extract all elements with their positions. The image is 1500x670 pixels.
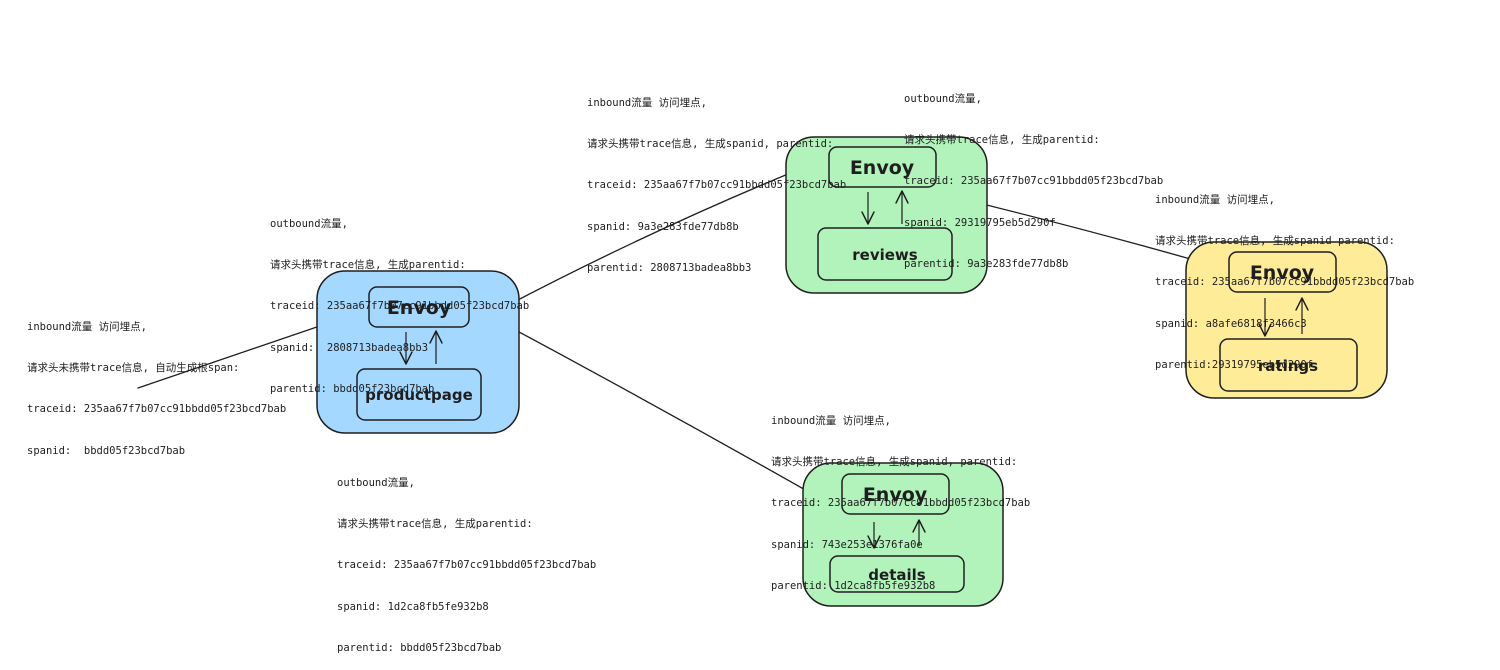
productpage-to-reviews-arrow <box>492 163 811 314</box>
note-line: 请求头携带trace信息, 生成spanid parentid: <box>1155 234 1395 247</box>
note-line: outbound流量, <box>270 217 348 230</box>
note-line: parentid: bbdd05f23bcd7bab <box>270 383 435 396</box>
reviews-envoy-label: Envoy <box>850 157 915 179</box>
note-line: inbound流量 访问埋点, <box>587 96 707 109</box>
ratings-envoy-label: Envoy <box>1250 262 1315 284</box>
note-line: inbound流量 访问埋点, <box>1155 193 1275 206</box>
architecture-diagram: Envoy productpage Envoy reviews Envoy ra… <box>137 136 1388 607</box>
note-line: parentid:29319795eb5d290f <box>1155 359 1314 372</box>
note-line: spanid: 9a3e283fde77db8b <box>587 220 739 233</box>
details-app-box <box>829 555 965 593</box>
productpage-envoy-label: Envoy <box>387 297 452 319</box>
details-pod-box <box>802 462 1004 607</box>
note-line: spanid: 2808713badea8bb3 <box>270 341 429 354</box>
reviews-inbound-note: inbound流量 访问埋点, 请求头携带trace信息, 生成spanid, … <box>587 69 846 290</box>
productpage-app-box <box>356 368 482 421</box>
note-line: traceid: 235aa67f7b07cc91bbdd05f23bcd7ba… <box>337 559 597 572</box>
details-envoy-label: Envoy <box>863 484 928 506</box>
details-inbound-note: inbound流量 访问埋点, 请求头携带trace信息, 生成spanid, … <box>771 387 1030 608</box>
note-line: parentid: bbdd05f23bcd7bab <box>337 642 502 655</box>
reviews-pod: Envoy reviews <box>785 136 988 294</box>
reviews-envoy-box <box>828 146 937 188</box>
note-line: inbound流量 访问埋点, <box>771 414 891 427</box>
note-line: parentid: 2808713badea8bb3 <box>587 262 752 275</box>
productpage-to-details-arrow <box>492 317 831 505</box>
note-line: traceid: 235aa67f7b07cc91bbdd05f23bcd7ba… <box>904 175 1164 188</box>
note-line: inbound流量 访问埋点, <box>27 320 147 333</box>
productpage-envoy-box <box>368 286 470 328</box>
note-line: 请求头携带trace信息, 生成spanid, parentid: <box>587 137 834 150</box>
productpage-inbound-note: inbound流量 访问埋点, 请求头未携带trace信息, 自动生成根span… <box>27 293 286 472</box>
note-line: traceid: 235aa67f7b07cc91bbdd05f23bcd7ba… <box>27 403 287 416</box>
note-line: spanid: bbdd05f23bcd7bab <box>27 444 186 457</box>
note-line: spanid: a8afe6818f3466c3 <box>1155 317 1307 330</box>
note-line: spanid: 743e253e1376fa0e <box>771 538 923 551</box>
note-line: traceid: 235aa67f7b07cc91bbdd05f23bcd7ba… <box>270 300 530 313</box>
details-app-label: details <box>868 566 925 584</box>
details-pod: Envoy details <box>802 462 1004 607</box>
note-line: parentid: 1d2ca8fb5fe932b8 <box>771 580 936 593</box>
ratings-inbound-note: inbound流量 访问埋点, 请求头携带trace信息, 生成spanid p… <box>1155 166 1414 387</box>
productpage-outbound-reviews-note: outbound流量, 请求头携带trace信息, 生成parentid: tr… <box>270 190 529 411</box>
productpage-pod: Envoy productpage <box>316 270 520 434</box>
note-line: 请求头携带trace信息, 生成parentid: <box>270 258 466 271</box>
ratings-pod: Envoy ratings <box>1185 241 1388 399</box>
note-line: traceid: 235aa67f7b07cc91bbdd05f23bcd7ba… <box>587 179 847 192</box>
details-envoy-box <box>841 473 950 515</box>
ratings-app-box <box>1219 338 1358 392</box>
note-line: traceid: 235aa67f7b07cc91bbdd05f23bcd7ba… <box>1155 276 1415 289</box>
note-line: spanid: 29319795eb5d290f <box>904 216 1056 229</box>
reviews-outbound-note: outbound流量, 请求头携带trace信息, 生成parentid: tr… <box>904 65 1163 286</box>
note-line: parentid: 9a3e283fde77db8b <box>904 258 1069 271</box>
note-line: 请求头未携带trace信息, 自动生成根span: <box>27 361 240 374</box>
note-line: traceid: 235aa67f7b07cc91bbdd05f23bcd7ba… <box>771 497 1031 510</box>
productpage-app-label: productpage <box>365 386 473 404</box>
productpage-outbound-details-note: outbound流量, 请求头携带trace信息, 生成parentid: tr… <box>337 449 596 670</box>
ratings-app-label: ratings <box>1258 357 1318 375</box>
reviews-app-box <box>817 227 953 281</box>
note-line: 请求头携带trace信息, 生成parentid: <box>904 133 1100 146</box>
note-line: outbound流量, <box>904 92 982 105</box>
note-line: 请求头携带trace信息, 生成parentid: <box>337 517 533 530</box>
note-line: spanid: 1d2ca8fb5fe932b8 <box>337 600 489 613</box>
reviews-app-label: reviews <box>852 246 918 264</box>
note-line: 请求头携带trace信息, 生成spanid, parentid: <box>771 455 1018 468</box>
note-line: outbound流量, <box>337 476 415 489</box>
ratings-envoy-box <box>1228 251 1337 293</box>
